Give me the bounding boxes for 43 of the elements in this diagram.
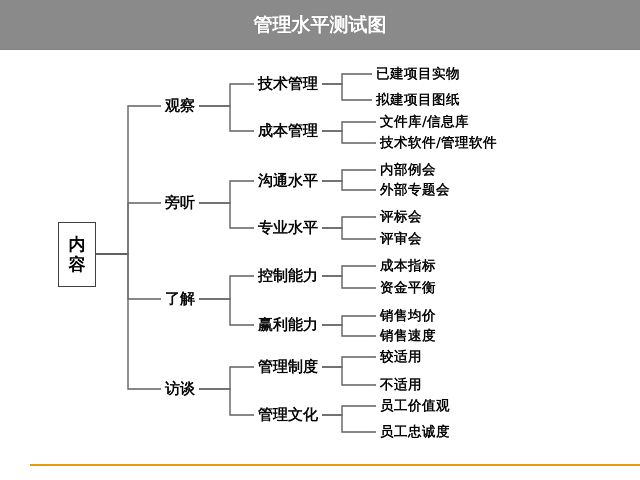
connector-line bbox=[322, 275, 376, 289]
leaf-label: 评审会 bbox=[380, 230, 422, 248]
connector-line bbox=[199, 105, 254, 132]
branch-label: 沟通水平 bbox=[258, 172, 318, 190]
branch-label: 专业水平 bbox=[258, 218, 318, 238]
connector-line bbox=[322, 180, 376, 191]
leaf-label: 资金平衡 bbox=[380, 279, 436, 297]
connector-line bbox=[322, 227, 376, 240]
connector-line bbox=[322, 366, 376, 386]
branch-label: 管理文化 bbox=[258, 406, 318, 424]
leaf-label: 销售均价 bbox=[380, 307, 436, 325]
leaf-label: 不适用 bbox=[380, 376, 422, 394]
leaf-label: 员工价值观 bbox=[380, 397, 450, 415]
branch-label: 技术管理 bbox=[258, 74, 318, 94]
branch-label: 了解 bbox=[165, 290, 195, 308]
branch-label: 旁听 bbox=[165, 194, 195, 212]
connector-line bbox=[199, 388, 254, 416]
branch-label: 访谈 bbox=[165, 380, 195, 398]
title: 管理水平测试图 bbox=[252, 13, 388, 38]
branch-label: 赢利能力 bbox=[258, 316, 318, 334]
leaf-label: 已建项目实物 bbox=[376, 65, 460, 83]
connector-line bbox=[199, 298, 254, 326]
connector-line bbox=[199, 202, 254, 229]
connector-line bbox=[322, 414, 376, 433]
connector-line bbox=[322, 83, 372, 101]
leaf-label: 较适用 bbox=[380, 348, 422, 366]
leaf-label: 成本指标 bbox=[380, 257, 436, 275]
leaf-label: 评标会 bbox=[380, 208, 422, 226]
root-box: 内容 bbox=[58, 222, 96, 287]
leaf-label: 技术软件/管理软件 bbox=[380, 134, 497, 152]
leaf-label: 内部例会 bbox=[380, 161, 436, 179]
connector-line bbox=[96, 253, 161, 390]
branch-label: 成本管理 bbox=[258, 122, 318, 140]
branch-label: 观察 bbox=[165, 96, 195, 116]
leaf-label: 文件库/信息库 bbox=[380, 113, 469, 131]
branch-label: 控制能力 bbox=[258, 266, 318, 286]
leaf-label: 员工忠诚度 bbox=[380, 423, 450, 441]
leaf-label: 销售速度 bbox=[380, 327, 436, 345]
connector-line bbox=[322, 130, 376, 144]
leaf-label: 外部专题会 bbox=[380, 181, 450, 199]
branch-label: 管理制度 bbox=[258, 358, 318, 376]
connector-line bbox=[322, 324, 376, 337]
leaf-label: 拟建项目图纸 bbox=[376, 91, 460, 109]
